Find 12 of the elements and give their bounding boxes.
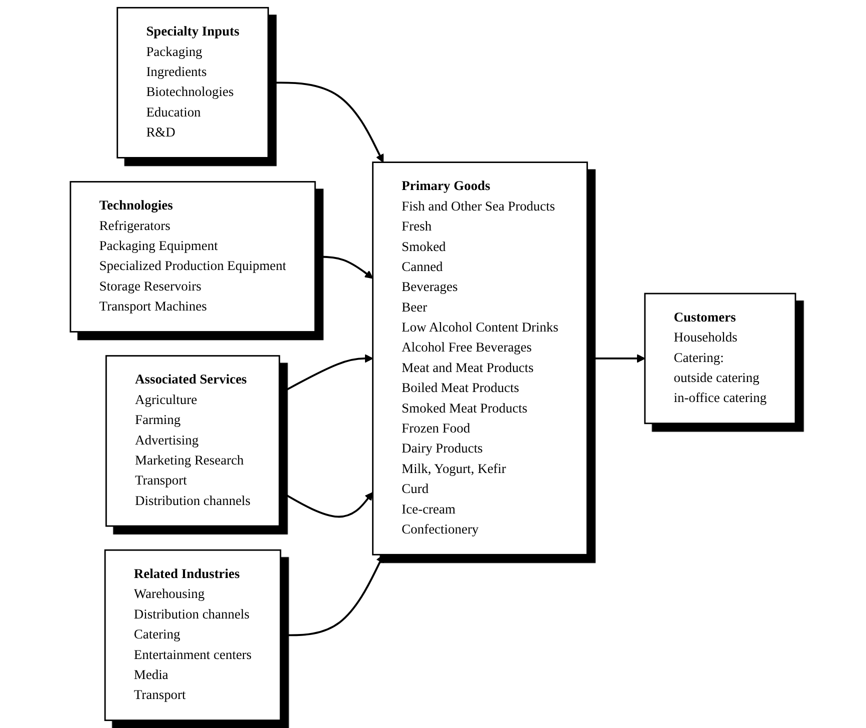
node-box [70,181,316,332]
node-box [644,292,796,424]
arrow [280,554,384,636]
arrow [315,256,374,279]
arrow [268,82,384,163]
node-box [105,355,280,527]
arrow [278,490,374,518]
arrow [279,354,374,395]
node-box [116,6,269,158]
node-box [104,549,282,722]
arrow [587,354,646,363]
node-box [372,162,588,556]
